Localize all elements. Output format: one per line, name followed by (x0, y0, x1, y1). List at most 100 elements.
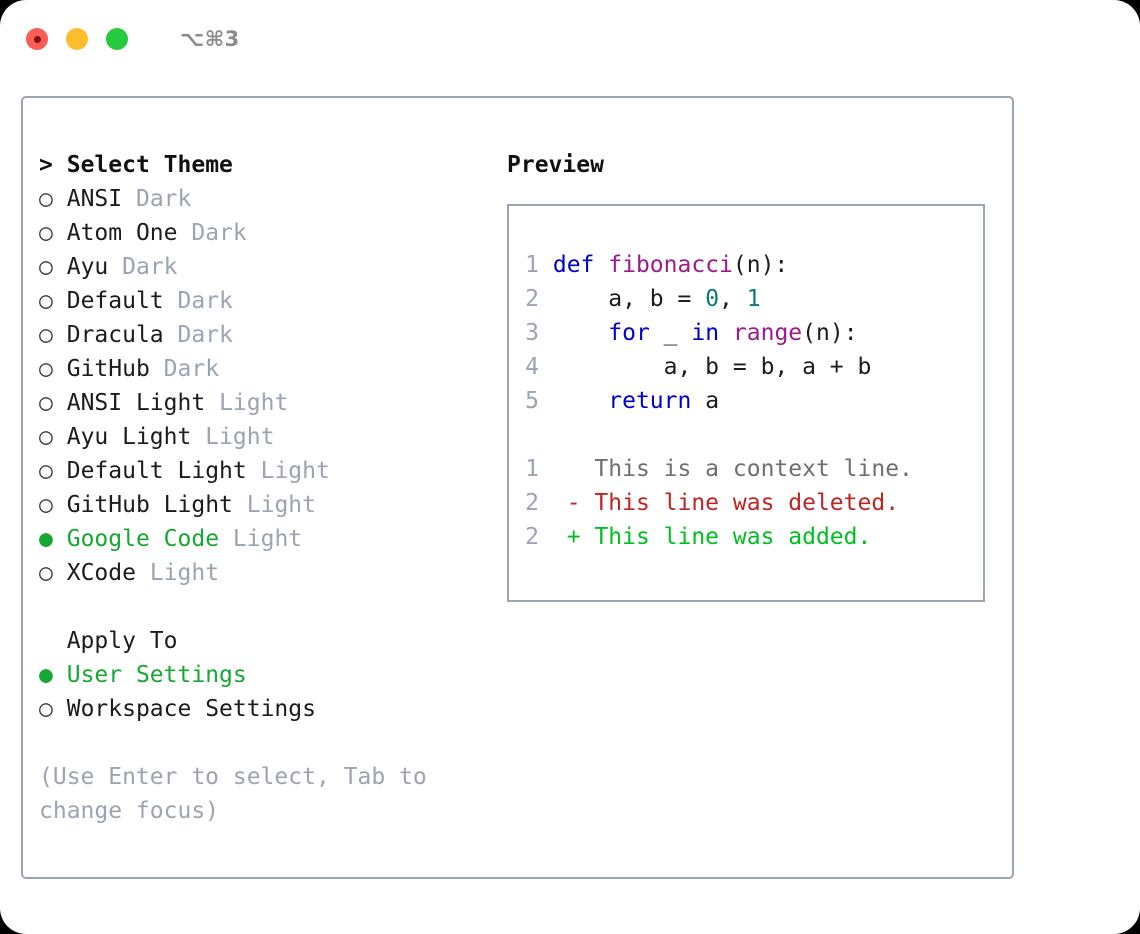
maximize-button[interactable] (106, 28, 128, 50)
radio-selected-icon: ● (39, 662, 53, 688)
radio-unselected-icon: ○ (39, 492, 53, 518)
option-gap (53, 288, 67, 314)
theme-variant-tag: Light (219, 390, 289, 416)
radio-unselected-icon: ○ (39, 322, 53, 348)
option-gap (53, 696, 67, 722)
code-line-number: 1 (525, 252, 539, 278)
code-token: _ (649, 320, 692, 346)
code-token: a (691, 388, 720, 414)
gutter-gap (539, 354, 553, 380)
option-tag-gap (178, 220, 192, 246)
theme-variant-tag: Dark (177, 322, 233, 348)
diff-text: This is a context line. (594, 456, 913, 482)
apply-to-option-workspace-settings[interactable]: ○ Workspace Settings (39, 692, 489, 726)
radio-unselected-icon: ○ (39, 424, 53, 450)
code-line-number: 3 (525, 320, 539, 346)
close-button[interactable] (26, 28, 48, 50)
code-token: a, b = (552, 286, 706, 312)
theme-option-label: Ayu Light (66, 424, 192, 450)
option-tag-gap (219, 526, 233, 552)
theme-option-label: Default Light (66, 458, 247, 484)
diff-line: 2 - This line was deleted. (523, 486, 983, 520)
code-line: 4 a, b = b, a + b (523, 350, 983, 384)
option-tag-gap (164, 322, 178, 348)
theme-selector-column: > Select Theme ○ ANSI Dark○ Atom One Dar… (39, 148, 489, 828)
theme-option-google-code[interactable]: ● Google Code Light (39, 522, 489, 556)
select-theme-label (53, 152, 67, 178)
radio-unselected-icon: ○ (39, 390, 53, 416)
theme-option-ansi[interactable]: ○ ANSI Dark (39, 182, 489, 216)
radio-unselected-icon: ○ (39, 458, 53, 484)
theme-variant-tag: Dark (191, 220, 247, 246)
code-token: (n): (802, 320, 858, 346)
apply-to-option-label: User Settings (66, 662, 247, 688)
theme-variant-tag: Light (232, 526, 303, 552)
theme-option-label: XCode (66, 560, 136, 586)
code-token: range (732, 320, 803, 346)
diff-line-number: 2 (525, 490, 539, 516)
radio-unselected-icon: ○ (39, 254, 53, 280)
theme-option-dracula[interactable]: ○ Dracula Dark (39, 318, 489, 352)
theme-option-default-light[interactable]: ○ Default Light Light (39, 454, 489, 488)
code-token: return (608, 388, 692, 414)
theme-variant-tag: Light (205, 424, 275, 450)
theme-option-github-light[interactable]: ○ GitHub Light Light (39, 488, 489, 522)
option-gap (53, 662, 67, 688)
theme-option-default[interactable]: ○ Default Dark (39, 284, 489, 318)
theme-option-ayu-light[interactable]: ○ Ayu Light Light (39, 420, 489, 454)
code-line-number: 5 (525, 388, 539, 414)
gutter-gap (539, 490, 567, 516)
diff-line: 2 + This line was added. (523, 520, 983, 554)
theme-option-github[interactable]: ○ GitHub Dark (39, 352, 489, 386)
gutter-gap (539, 252, 553, 278)
titlebar: ⌥⌘3 (0, 0, 1140, 78)
apply-to-option-label: Workspace Settings (66, 696, 316, 722)
apply-to-option-user-settings[interactable]: ● User Settings (39, 658, 489, 692)
theme-option-atom-one[interactable]: ○ Atom One Dark (39, 216, 489, 250)
theme-variant-tag: Dark (177, 288, 233, 314)
radio-unselected-icon: ○ (39, 560, 53, 586)
option-gap (53, 390, 67, 416)
theme-option-label: ANSI Light (66, 390, 206, 416)
code-line: 5 return a (523, 384, 983, 418)
option-gap (53, 356, 67, 382)
theme-option-label: Google Code (66, 526, 220, 552)
diff-marker (567, 456, 595, 482)
code-token (553, 320, 608, 346)
gutter-gap (539, 320, 553, 346)
select-theme-title: Select Theme (66, 152, 233, 178)
option-gap (53, 220, 67, 246)
theme-option-ansi-light[interactable]: ○ ANSI Light Light (39, 386, 489, 420)
option-gap (53, 322, 67, 348)
option-gap (53, 254, 67, 280)
theme-variant-tag: Light (260, 458, 330, 484)
theme-option-list: ○ ANSI Dark○ Atom One Dark○ Ayu Dark○ De… (39, 182, 489, 590)
gutter-gap (539, 456, 567, 482)
option-gap (53, 424, 67, 450)
radio-unselected-icon: ○ (39, 696, 53, 722)
gutter-gap (539, 286, 553, 312)
theme-option-xcode[interactable]: ○ XCode Light (39, 556, 489, 590)
theme-option-ayu[interactable]: ○ Ayu Dark (39, 250, 489, 284)
theme-variant-tag: Light (246, 492, 316, 518)
code-diff-gap (523, 418, 983, 452)
minimize-button[interactable] (66, 28, 88, 50)
option-gap (53, 526, 67, 552)
theme-option-label: Ayu (66, 254, 109, 280)
diff-line: 1 This is a context line. (523, 452, 983, 486)
code-token (719, 320, 733, 346)
theme-option-label: Default (66, 288, 164, 314)
diff-marker: - (566, 490, 595, 516)
option-gap (53, 560, 67, 586)
theme-option-label: Atom One (66, 220, 178, 246)
main-panel: > Select Theme ○ ANSI Dark○ Atom One Dar… (21, 96, 1014, 879)
list-spacer (39, 590, 489, 624)
option-gap (53, 492, 67, 518)
code-token: def (552, 252, 595, 278)
gutter-gap (539, 524, 567, 550)
code-token: (n): (732, 252, 789, 278)
radio-selected-icon: ● (39, 526, 53, 552)
option-gap (53, 186, 67, 212)
